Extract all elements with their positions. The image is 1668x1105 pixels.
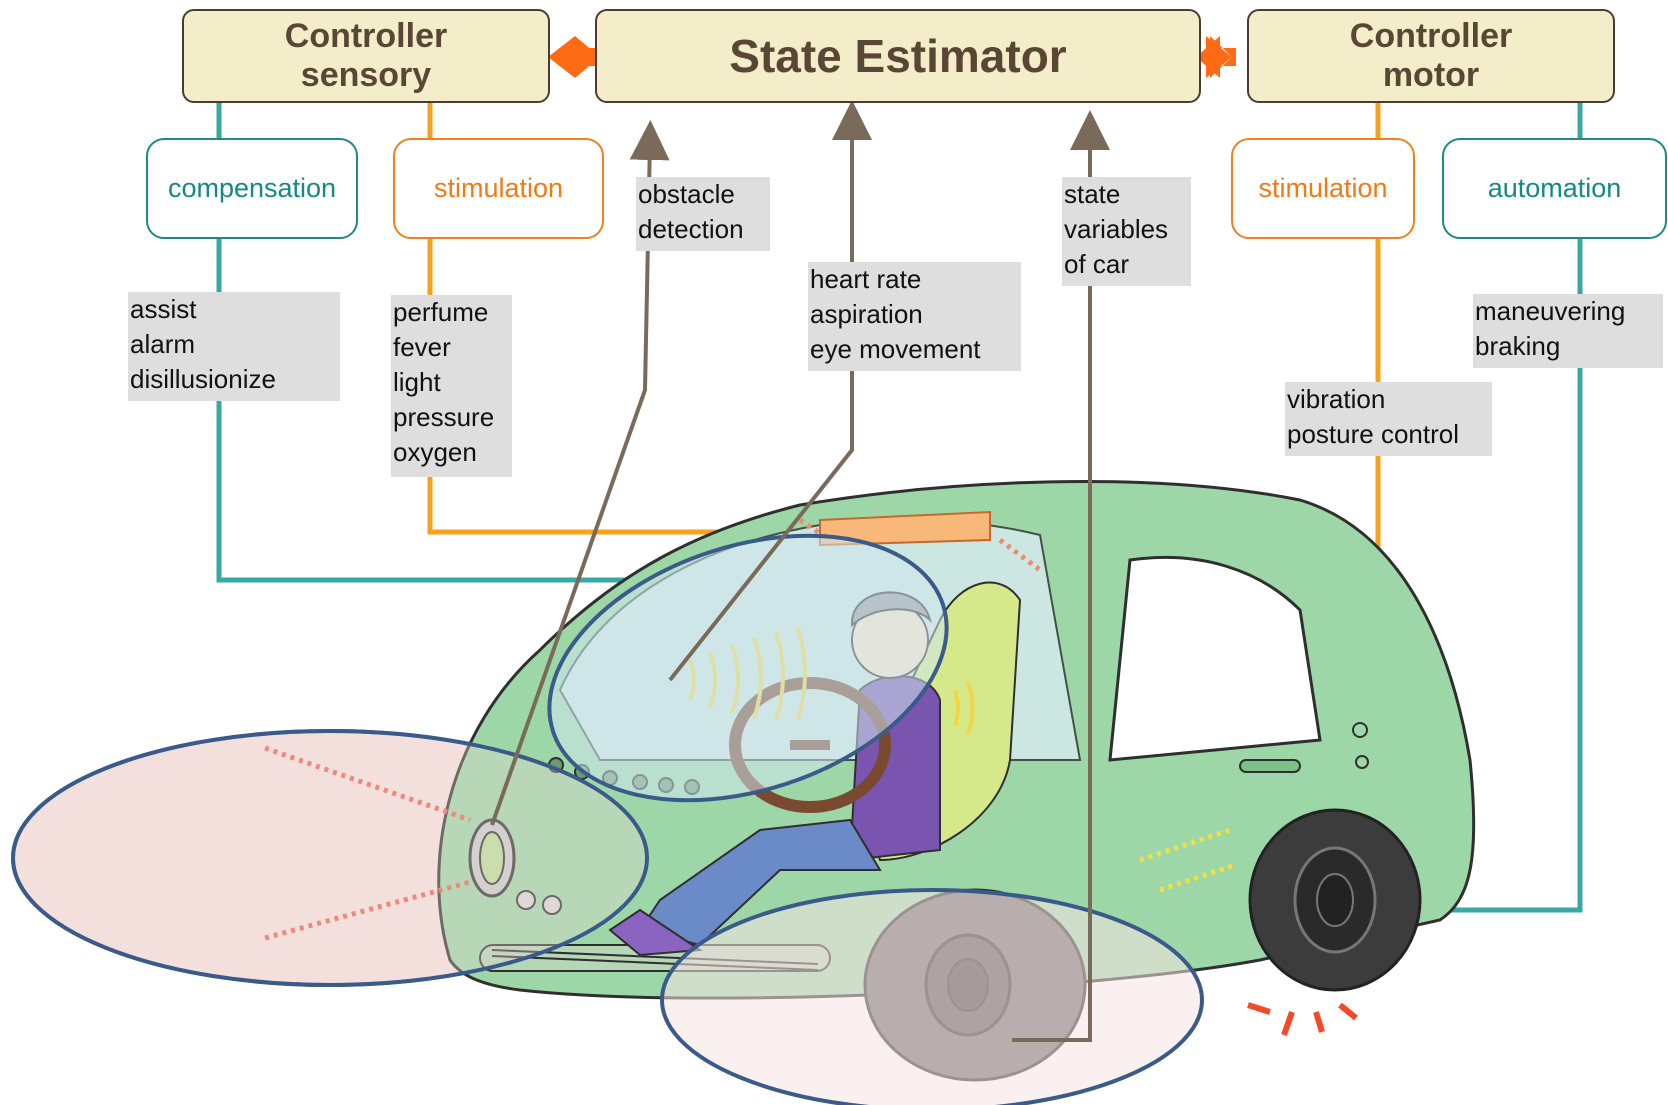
estimator-motor-arrow xyxy=(1196,36,1236,78)
brake-marks xyxy=(1247,1002,1358,1036)
controller-sensory-line2: sensory xyxy=(300,56,432,94)
controller-motor-line2: motor xyxy=(1382,56,1480,94)
sensory-estimator-arrow xyxy=(548,36,600,78)
state-estimator-title: State Estimator xyxy=(729,29,1067,82)
item-light: light xyxy=(393,367,441,397)
item-fever: fever xyxy=(393,332,451,362)
item-maneuvering: maneuvering xyxy=(1475,296,1626,326)
stimulation-motor-label: stimulation xyxy=(1258,173,1388,203)
aspiration: aspiration xyxy=(810,299,923,329)
controller-sensory-box: Controller sensory xyxy=(182,9,550,103)
obstacle-line1: obstacle xyxy=(638,179,735,209)
item-posture-control: posture control xyxy=(1287,419,1459,449)
car-state-line1: state xyxy=(1064,179,1121,209)
controller-sensory-line1: Controller xyxy=(284,16,448,55)
item-alarm: alarm xyxy=(130,329,196,359)
car-state-line3: of car xyxy=(1064,249,1130,279)
stimulation-motor-box: stimulation xyxy=(1231,138,1415,239)
controller-motor-box: Controller motor xyxy=(1247,9,1615,103)
automation-box: automation xyxy=(1442,138,1667,239)
automation-label: automation xyxy=(1487,173,1622,203)
item-disillusionize: disillusionize xyxy=(130,364,276,394)
stimulation-sensory-box: stimulation xyxy=(393,138,604,239)
compensation-box: compensation xyxy=(146,138,358,239)
driver-sensing-ellipse xyxy=(547,533,949,803)
front-overlay-ellipse xyxy=(11,729,649,987)
item-pressure: pressure xyxy=(393,402,495,432)
compensation-label: compensation xyxy=(167,173,337,203)
item-assist: assist xyxy=(130,294,197,324)
state-estimator-box: State Estimator xyxy=(595,9,1201,103)
item-vibration: vibration xyxy=(1287,384,1386,414)
car-state-line2: variables xyxy=(1064,214,1169,244)
item-perfume: perfume xyxy=(393,297,489,327)
obstacle-label: obstacle detection xyxy=(636,177,770,251)
stimulation-sensory-label: stimulation xyxy=(433,173,564,203)
rear-wheel xyxy=(1248,808,1422,992)
heart-rate: heart rate xyxy=(810,264,922,294)
eye-movement: eye movement xyxy=(810,334,981,364)
stimulation-items: perfume fever light pressure oxygen xyxy=(391,295,512,477)
compensation-items: assist alarm disillusionize xyxy=(128,292,340,401)
car-state-label: state variables of car xyxy=(1062,177,1191,286)
automation-items: maneuvering braking xyxy=(1473,294,1663,368)
controller-motor-line1: Controller xyxy=(1349,16,1513,55)
obstacle-line2: detection xyxy=(638,214,744,244)
driver-state-label: heart rate aspiration eye movement xyxy=(808,262,1021,371)
item-braking: braking xyxy=(1475,331,1561,361)
wheel-sensing-ellipse xyxy=(660,888,1204,1105)
motor-stimulation-items: vibration posture control xyxy=(1285,382,1492,456)
item-oxygen: oxygen xyxy=(393,437,477,467)
